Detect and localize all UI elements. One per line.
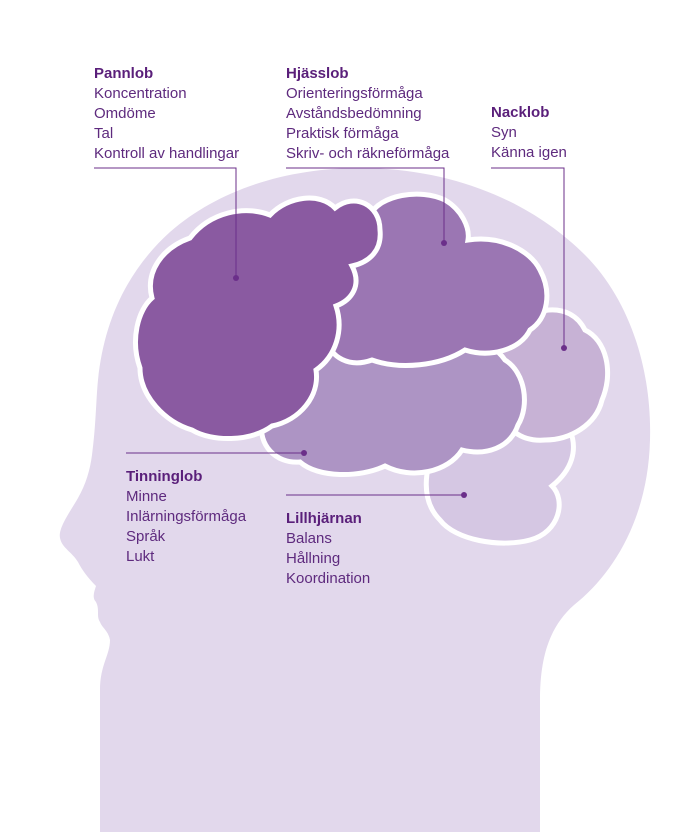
occipital-item: Syn — [491, 124, 517, 141]
parietal-item: Orienteringsförmåga — [286, 85, 423, 102]
cerebellum-item: Hållning — [286, 550, 341, 567]
temporal-item: Språk — [126, 528, 166, 545]
parietal-item: Praktisk förmåga — [286, 125, 399, 142]
frontal-leader-line — [94, 167, 237, 278]
cerebellum-item: Balans — [286, 530, 332, 547]
frontal-item: Omdöme — [94, 105, 156, 122]
temporal-item: Lukt — [126, 548, 155, 565]
temporal-item: Inlärningsförmåga — [126, 508, 247, 525]
occipital-title: Nacklob — [491, 104, 550, 121]
frontal-leader-dot — [233, 275, 239, 281]
label-occipital: Nacklob Syn Känna igen — [491, 103, 567, 163]
leader-lines — [94, 167, 567, 498]
temporal-item: Minne — [126, 488, 167, 505]
parietal-item: Avståndsbedömning — [286, 105, 422, 122]
occipital-leader-dot — [561, 345, 567, 351]
parietal-item: Skriv- och räkneförmåga — [286, 145, 450, 162]
frontal-item: Kontroll av handlingar — [94, 145, 240, 162]
occipital-item: Känna igen — [491, 144, 567, 161]
cerebellum-title: Lillhjärnan — [286, 510, 362, 527]
frontal-title: Pannlob — [94, 65, 154, 82]
cerebellum-leader-dot — [461, 492, 467, 498]
parietal-title: Hjässlob — [286, 65, 349, 82]
frontal-item: Koncentration — [94, 85, 187, 102]
label-frontal: Pannlob Koncentration Omdöme Tal Kontrol… — [94, 64, 239, 164]
temporal-title: Tinninglob — [126, 468, 203, 485]
occipital-leader-line — [491, 167, 565, 348]
label-cerebellum: Lillhjärnan Balans Hållning Koordination — [286, 509, 370, 589]
label-parietal: Hjässlob Orienteringsförmåga Avståndsbed… — [286, 64, 449, 164]
frontal-item: Tal — [94, 125, 114, 142]
label-temporal: Tinninglob Minne Inlärningsförmåga Språk… — [126, 467, 246, 567]
cerebellum-item: Koordination — [286, 570, 371, 587]
temporal-leader-dot — [301, 450, 307, 456]
parietal-leader-dot — [441, 240, 447, 246]
parietal-leader-line — [286, 167, 445, 243]
frontal-region — [133, 195, 383, 441]
